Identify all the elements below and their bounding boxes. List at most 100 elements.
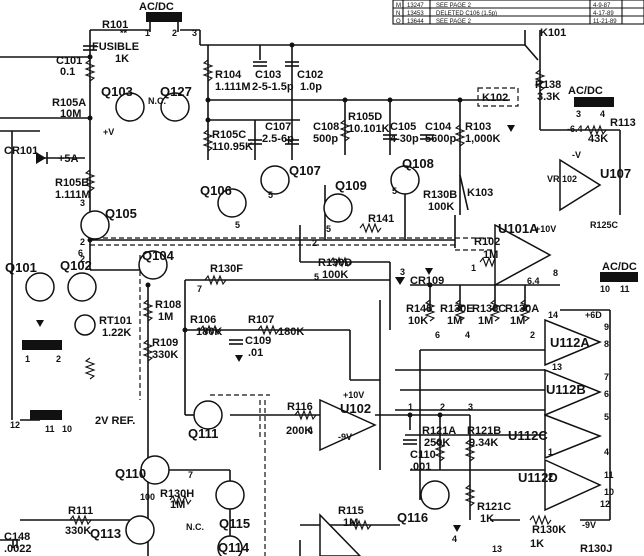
r130b-value: 100K — [428, 201, 454, 213]
svg-text:5: 5 — [604, 412, 609, 422]
minus-9v-label-a: -9V — [338, 432, 352, 442]
transistors — [25, 92, 450, 556]
c102-value: 1.0p — [300, 81, 322, 93]
svg-text:2: 2 — [312, 238, 317, 248]
r130e-label: R130E — [440, 303, 474, 315]
plus-6d-label: +6D — [585, 310, 602, 320]
svg-text:DELETED C106 (1.5p): DELETED C106 (1.5p) — [436, 11, 497, 17]
acdc-switch-lower: AC/DC 10 11 — [600, 261, 638, 294]
svg-text:3: 3 — [400, 267, 405, 277]
svg-text:8: 8 — [604, 339, 609, 349]
diodes — [36, 152, 405, 285]
r108-value: 1M — [158, 311, 173, 323]
r116-label: R116 — [287, 401, 313, 413]
r105a-value: 10M — [60, 108, 81, 120]
r121c-value: 1K — [480, 513, 494, 525]
u107-label: U107 — [600, 166, 631, 181]
acdc-switch-right: AC/DC 3 4 — [568, 85, 614, 119]
svg-text:5: 5 — [326, 224, 331, 234]
svg-text:5: 5 — [314, 272, 319, 282]
minus-9v-label-b: -9V — [582, 520, 596, 530]
svg-text:3: 3 — [468, 402, 473, 412]
c104-label: C104 — [425, 121, 452, 133]
r105b-value: 1.111M — [55, 189, 90, 201]
r101-label: R101 — [102, 19, 128, 31]
svg-text:4-9-87: 4-9-87 — [593, 3, 611, 9]
cr101-label: CR101 — [4, 145, 38, 157]
svg-text:K103: K103 — [467, 187, 493, 199]
svg-text:8: 8 — [553, 268, 558, 278]
r105c-value: 110.95K — [212, 141, 253, 153]
grounds — [36, 125, 515, 532]
r130h-label: R130H — [160, 488, 194, 500]
svg-text:AC/DC: AC/DC — [139, 1, 174, 13]
svg-text:SEE PAGE 2: SEE PAGE 2 — [436, 19, 472, 25]
c102-label: C102 — [297, 69, 323, 81]
svg-text:13247: 13247 — [407, 3, 424, 9]
svg-text:10: 10 — [604, 487, 614, 497]
svg-text:2: 2 — [440, 402, 445, 412]
svg-text:∩: ∩ — [30, 340, 37, 350]
switch-left-a: ∩ 1 2 — [22, 340, 62, 364]
svg-text:4-17-89: 4-17-89 — [593, 11, 614, 17]
svg-text:13453: 13453 — [407, 11, 424, 17]
r111-label: R111 — [68, 505, 93, 517]
nc-label: N.C. — [148, 96, 166, 106]
cr101-rail: +5A — [58, 153, 79, 165]
svg-text:12: 12 — [10, 420, 20, 430]
u112c-label: U112C — [508, 428, 548, 443]
q106-label: Q106 — [200, 183, 232, 198]
q108-label: Q108 — [402, 156, 434, 171]
r130c-value: 1M — [478, 315, 493, 327]
r108-label: R108 — [155, 299, 181, 311]
r121b-label: R121B — [467, 425, 501, 437]
r105c-label: R105C — [212, 129, 246, 141]
r106-value: 180K — [196, 326, 222, 338]
c148-label: C148 — [4, 531, 30, 543]
c109-value: .01 — [248, 347, 263, 359]
r103-label: R103 — [465, 121, 491, 133]
junction-dots — [87, 42, 463, 418]
svg-text:4: 4 — [465, 330, 470, 340]
labels: R101 ** FUSIBLE 1K C101 0.1 R105A 10M Q1… — [4, 19, 636, 555]
cr109-label: CR109 — [410, 275, 444, 287]
r130j-label: R130J — [580, 543, 612, 555]
c110-value: .001 — [410, 461, 431, 473]
c109-label: C109 — [245, 335, 271, 347]
c103-value: 2-5-1.5p — [252, 81, 294, 93]
r130h-value: 1M — [170, 499, 185, 511]
u112a-label: U112A — [550, 335, 590, 350]
svg-text:K102: K102 — [482, 92, 508, 104]
svg-text:AC/DC: AC/DC — [568, 85, 603, 97]
u102-label: U102 — [340, 401, 371, 416]
r145-label: R145 — [406, 303, 432, 315]
svg-text:2: 2 — [56, 354, 61, 364]
svg-text:13644: 13644 — [407, 19, 424, 25]
svg-text:∩: ∩ — [38, 410, 45, 420]
r145-value: 10K — [408, 315, 428, 327]
q103-label: Q103 — [101, 84, 133, 99]
r113-label: R113 — [610, 117, 636, 129]
q127-label: Q127 — [160, 84, 192, 99]
nc-label-lower: N.C. — [186, 522, 204, 532]
relay-k102: K102 — [477, 87, 519, 107]
r104-label: R104 — [215, 69, 242, 81]
r101-value: 1K — [115, 53, 129, 65]
r101-note: FUSIBLE — [92, 41, 139, 53]
svg-text:11: 11 — [620, 284, 630, 294]
svg-text:K101: K101 — [540, 27, 566, 39]
c103-label: C103 — [255, 69, 281, 81]
svg-text:5: 5 — [268, 190, 273, 200]
svg-text:2: 2 — [548, 472, 553, 482]
c105-label: C105 — [390, 121, 416, 133]
svg-text:13: 13 — [492, 544, 502, 554]
plus-10v-label-b: +10V — [343, 390, 364, 400]
r107-label: R107 — [248, 314, 274, 326]
u101a-label: U101A — [498, 221, 539, 236]
svg-text:5: 5 — [392, 186, 397, 196]
svg-text:7: 7 — [188, 470, 193, 480]
q116-label: Q116 — [397, 510, 428, 525]
plus-v-label: +V — [103, 127, 114, 137]
r130a-value: 1M — [510, 315, 525, 327]
